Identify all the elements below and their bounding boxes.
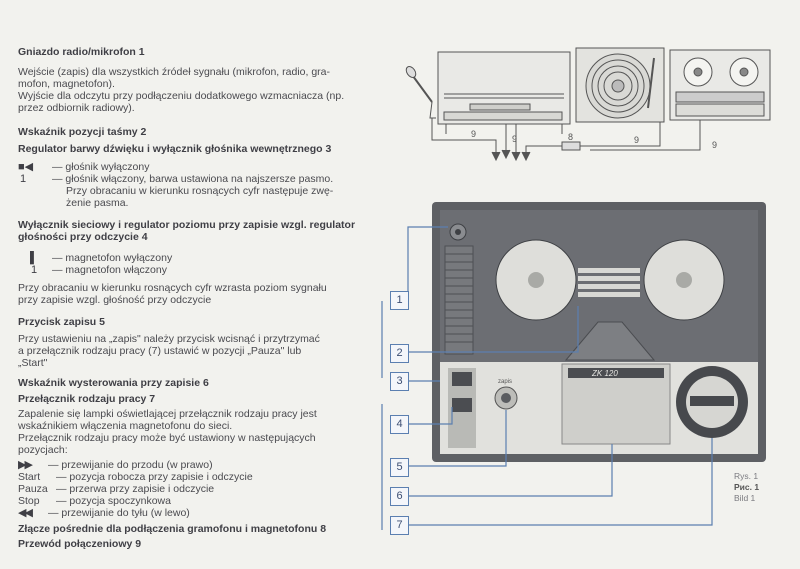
zapis-label: zapis <box>498 379 512 385</box>
body-line: „Start" <box>18 357 48 369</box>
body-line: wskaźnikiem włączenia magnetofonu do sie… <box>18 420 233 432</box>
connector-label: 8 <box>568 132 573 142</box>
body-line: — głośnik włączony, barwa ustawiona na n… <box>52 173 334 185</box>
body-line: Przy obracaniu w kierunku rosnących cyfr… <box>18 282 327 294</box>
model-label: ZK 120 <box>591 369 618 378</box>
connector-label: 9 <box>634 135 639 145</box>
fast-forward-icon: ▶▶ <box>18 459 33 471</box>
callout-6: 6 <box>390 487 409 506</box>
section-title: Przycisk zapisu 5 <box>18 316 105 328</box>
body-line: pozycjach: <box>18 444 68 456</box>
speaker-grille-icon <box>444 245 474 355</box>
body-line: — głośnik wyłączony <box>52 161 150 173</box>
power-off-icon: ▌ <box>30 252 38 264</box>
body-line: Wejście (zapis) dla wszystkich źródeł sy… <box>18 66 330 78</box>
turntable-icon <box>575 47 665 123</box>
body-line: — przerwa przy zapisie i odczycie <box>56 483 215 495</box>
section-title: Wyłącznik sieciowy i regulator poziomu p… <box>18 219 356 231</box>
position-symbol: 1 <box>20 173 27 185</box>
radio-icon <box>437 51 571 134</box>
body-line: żenie pasma. <box>66 197 129 209</box>
mode-label: Pauza <box>18 483 48 495</box>
small-tape-recorder-icon <box>669 49 771 121</box>
connector-label: 9 <box>712 140 717 150</box>
section-title: Przełącznik rodzaju pracy 7 <box>18 393 156 405</box>
figure-caption-line: Рис. 1 <box>734 482 760 492</box>
body-line: Wyjście dla odczytu przy podłączeniu dod… <box>18 90 345 102</box>
body-line: — pozycja spoczynkowa <box>56 495 171 507</box>
speaker-off-icon: ■◀ <box>18 161 34 173</box>
body-line: przy zapisie wzgl. głośność przy odczyci… <box>18 294 212 306</box>
callout-7: 7 <box>390 516 409 535</box>
rewind-icon: ◀◀ <box>18 507 33 519</box>
section-title: Wskaźnik wysterowania przy zapisie 6 <box>18 377 209 389</box>
section-title: Regulator barwy dźwięku i wyłącznik głoś… <box>18 143 332 155</box>
tape-recorder-body <box>432 202 766 462</box>
connection-diagram <box>405 47 771 162</box>
callout-4: 4 <box>390 415 409 434</box>
mode-label: Start <box>18 471 41 483</box>
section-title: głośności przy odczycie 4 <box>18 231 148 243</box>
mode-label: Stop <box>18 495 40 507</box>
section-title: Wskaźnik pozycji taśmy 2 <box>18 126 147 138</box>
connector-label: 9 <box>471 129 476 139</box>
section-title: Gniazdo radio/mikrofon 1 <box>18 46 145 58</box>
left-reel-icon <box>495 239 577 321</box>
body-line: Przełącznik rodzaju pracy może być ustaw… <box>18 432 316 444</box>
callout-1: 1 <box>390 291 409 310</box>
callout-leaders <box>381 226 713 530</box>
connector-label: 9 <box>512 134 517 144</box>
right-reel-icon <box>643 239 725 321</box>
body-line: — przewijanie do przodu (w prawo) <box>48 459 213 471</box>
body-line: a przełącznik rodzaju pracy (7) ustawić … <box>18 345 302 357</box>
section-title: Przewód połączeniowy 9 <box>18 538 142 550</box>
position-symbol: 1 <box>31 264 38 276</box>
figure-caption-line: Bild 1 <box>734 493 756 503</box>
body-line: mofon, magnetofon). <box>18 78 115 90</box>
callout-2: 2 <box>390 344 409 363</box>
body-line: — magnetofon wyłączony <box>52 252 173 264</box>
section-title: Złącze pośrednie dla podłączenia gramofo… <box>18 523 327 535</box>
body-line: przez odbiornik radiowy). <box>18 102 135 114</box>
microphone-icon <box>405 66 436 119</box>
body-line: Przy obracaniu w kierunku rosnących cyfr… <box>66 185 334 197</box>
callout-3: 3 <box>390 372 409 391</box>
tape-counter-icon <box>578 268 640 297</box>
callout-5: 5 <box>390 458 409 477</box>
body-line: Przy ustawieniu na „zapis" należy przyci… <box>18 333 320 345</box>
body-line: — przewijanie do tyłu (w lewo) <box>48 507 190 519</box>
body-line: — pozycja robocza przy zapisie i odczyci… <box>56 471 253 483</box>
body-line: Zapalenie się lampki oświetlającej przeł… <box>18 408 317 420</box>
body-line: — magnetofon włączony <box>52 264 167 276</box>
figure-caption-line: Rys. 1 <box>734 471 759 481</box>
